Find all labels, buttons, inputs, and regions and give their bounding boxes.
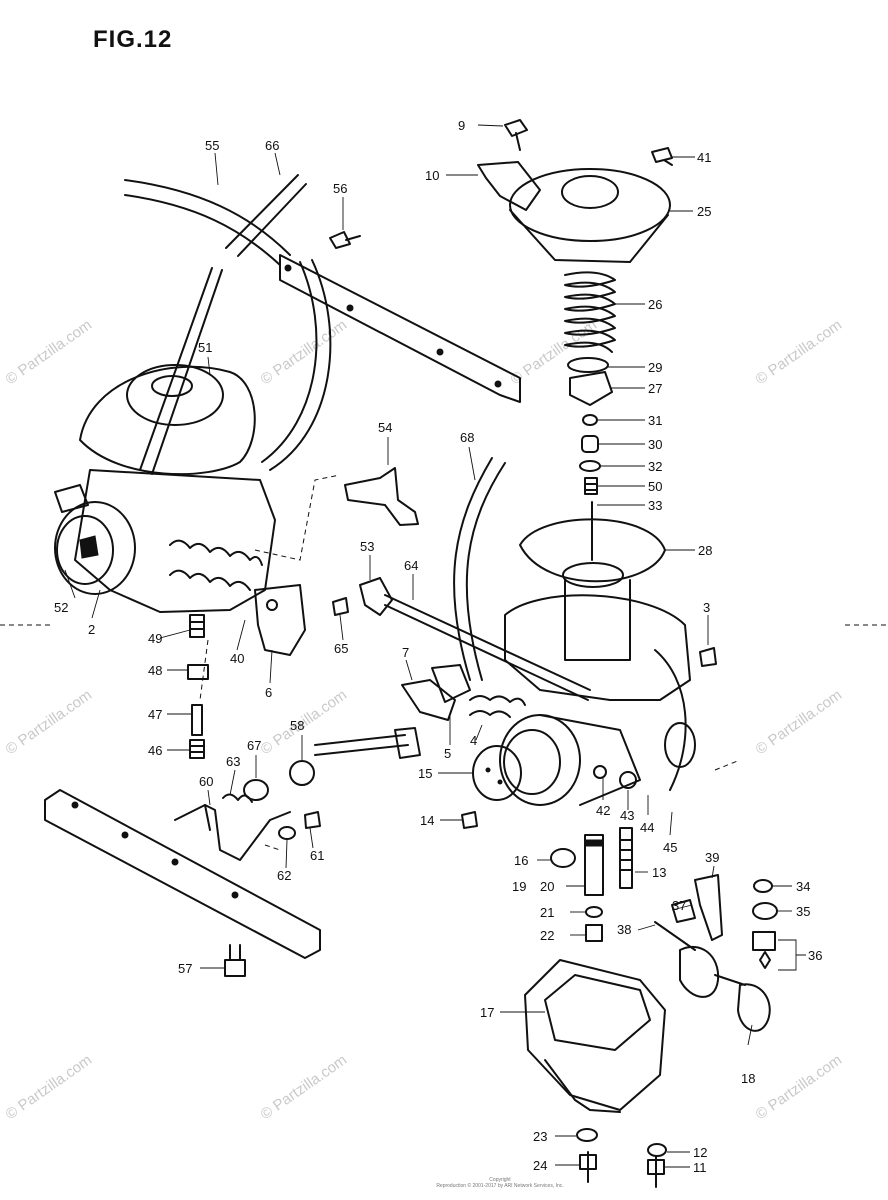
callout-label: 66 [265,138,279,153]
callout-label: 62 [277,868,291,883]
callout-label: 51 [198,340,212,355]
callout-label: 3 [703,600,710,615]
callout-label: 15 [418,766,432,781]
leader-lines [64,124,806,1168]
callout-label: 39 [705,850,719,865]
callout-label: 47 [148,707,162,722]
callout-label: 68 [460,430,474,445]
callout-label: 19 [512,879,526,894]
callout-label: 17 [480,1005,494,1020]
callout-label: 26 [648,297,662,312]
callout-label: 34 [796,879,810,894]
callout-label: 5 [444,746,451,761]
watermark-text: © Partzilla.com [258,316,351,388]
callout-label: 53 [360,539,374,554]
callout-label: 29 [648,360,662,375]
alignment-lines [0,474,888,851]
callout-label: 18 [741,1071,755,1086]
callout-label: 65 [334,641,348,656]
callout-label: 21 [540,905,554,920]
watermark-text: © Partzilla.com [753,1051,846,1123]
callout-label: 50 [648,479,662,494]
callout-label: 28 [698,543,712,558]
watermark-text: © Partzilla.com [753,316,846,388]
callout-label: 37 [672,898,686,913]
callout-label: 25 [697,204,711,219]
watermark-text: © Partzilla.com [508,316,601,388]
callout-label: 41 [697,150,711,165]
callout-label: 42 [596,803,610,818]
watermark-text: © Partzilla.com [3,316,96,388]
callout-label: 38 [617,922,631,937]
callout-label: 30 [648,437,662,452]
callout-label: 44 [640,820,654,835]
callout-label: 49 [148,631,162,646]
callout-label: 35 [796,904,810,919]
callout-label: 55 [205,138,219,153]
callout-label: 31 [648,413,662,428]
copyright-line: Copyright [489,1177,511,1183]
callout-label: 60 [199,774,213,789]
callout-label: 40 [230,651,244,666]
callout-label: 6 [265,685,272,700]
callout-label: 9 [458,118,465,133]
callout-label: 22 [540,928,554,943]
watermark-layer: © Partzilla.com © Partzilla.com © Partzi… [3,316,846,1123]
callout-label: 14 [420,813,434,828]
callout-label: 64 [404,558,418,573]
callout-label: 57 [178,961,192,976]
callout-labels: 9 41 10 25 55 66 56 26 29 27 31 30 32 50… [54,118,822,1175]
callout-label: 10 [425,168,439,183]
parts-drawing [44,119,778,1188]
figure-title: FIG.12 [93,26,173,53]
callout-label: 52 [54,600,68,615]
callout-label: 56 [333,181,347,196]
copyright-footer: Copyright Reproduction © 2001-2017 by AR… [380,1177,620,1189]
reproduction-line: Reproduction © 2001-2017 by ARI Network … [436,1183,564,1189]
callout-label: 58 [290,718,304,733]
callout-label: 16 [514,853,528,868]
callout-label: 36 [808,948,822,963]
watermark-text: © Partzilla.com [3,686,96,758]
callout-label: 48 [148,663,162,678]
callout-label: 12 [693,1145,707,1160]
callout-label: 13 [652,865,666,880]
callout-label: 7 [402,645,409,660]
callout-label: 33 [648,498,662,513]
watermark-text: © Partzilla.com [258,1051,351,1123]
callout-label: 20 [540,879,554,894]
watermark-text: © Partzilla.com [3,1051,96,1123]
callout-label: 4 [470,733,477,748]
callout-label: 32 [648,459,662,474]
callout-label: 54 [378,420,392,435]
callout-label: 27 [648,381,662,396]
callout-label: 23 [533,1129,547,1144]
callout-label: 61 [310,848,324,863]
callout-label: 46 [148,743,162,758]
callout-label: 45 [663,840,677,855]
watermark-text: © Partzilla.com [753,686,846,758]
callout-label: 24 [533,1158,547,1173]
callout-label: 43 [620,808,634,823]
callout-label: 11 [693,1160,707,1175]
callout-label: 67 [247,738,261,753]
callout-label: 2 [88,622,95,637]
callout-label: 63 [226,754,240,769]
